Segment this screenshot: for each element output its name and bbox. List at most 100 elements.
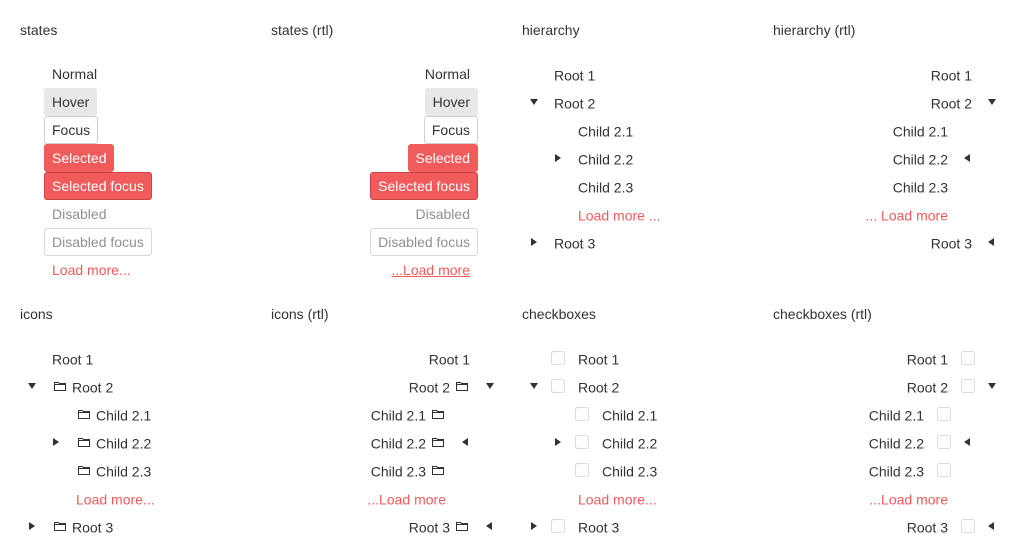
tree-item-focus[interactable]: Focus — [44, 116, 99, 144]
tree-item-root-2-rtl[interactable]: Root 2 — [907, 372, 948, 400]
triangle-right-icon[interactable] — [29, 522, 35, 530]
tree-item-root-1-rtl[interactable]: Root 1 — [907, 344, 948, 372]
tree-item-child-2-1-rtl[interactable]: Child 2.1 — [371, 400, 426, 428]
checkbox[interactable] — [937, 435, 951, 449]
triangle-right-icon[interactable] — [555, 154, 561, 162]
load-more-link-rtl[interactable]: ...Load more — [391, 262, 470, 278]
checkbox[interactable] — [575, 407, 589, 421]
folder-icon — [456, 382, 468, 391]
tree-item-label: Root 3 — [554, 235, 596, 252]
triangle-left-icon[interactable] — [988, 238, 994, 246]
load-more-link[interactable]: Load more ... — [578, 200, 661, 228]
load-more-label: Load more ... — [578, 207, 661, 224]
tree-item-label: Child 2.2 — [370, 435, 426, 452]
triangle-right-icon[interactable] — [531, 238, 537, 246]
section-title-icons-rtl: icons (rtl) — [271, 306, 329, 322]
tree-item-child-2-2-rtl[interactable]: Child 2.2 — [371, 428, 426, 456]
tree-item-label: Root 3 — [578, 519, 620, 536]
checkbox[interactable] — [575, 463, 589, 477]
tree-item-child-2-3[interactable]: Child 2.3 — [96, 456, 151, 484]
checkbox[interactable] — [551, 351, 565, 365]
tree-item-label: Child 2.2 — [602, 435, 658, 452]
tree-item-child-2-2[interactable]: Child 2.2 — [96, 428, 151, 456]
tree-item-root-3-rtl[interactable]: Root 3 — [409, 512, 450, 540]
tree-item-root-2-rtl[interactable]: Root 2 — [931, 88, 972, 116]
checkbox[interactable] — [575, 435, 589, 449]
tree-item-root-1-rtl[interactable]: Root 1 — [429, 344, 470, 372]
triangle-left-icon[interactable] — [462, 438, 468, 446]
tree-item-child-2-1-rtl[interactable]: Child 2.1 — [893, 116, 948, 144]
tree-item-hover[interactable]: Hover — [44, 88, 98, 116]
tree-item-label: Root 2 — [906, 379, 948, 396]
tree-item-focus-rtl[interactable]: Focus — [423, 116, 478, 144]
tree-item-root-3-rtl[interactable]: Root 3 — [907, 512, 948, 540]
folder-icon — [78, 438, 90, 447]
tree-item-root-2[interactable]: Root 2 — [72, 372, 113, 400]
tree-item-child-2-2[interactable]: Child 2.2 — [578, 144, 633, 172]
triangle-right-icon[interactable] — [555, 438, 561, 446]
triangle-left-icon[interactable] — [964, 154, 970, 162]
triangle-left-icon[interactable] — [964, 438, 970, 446]
tree-item-selected-focus[interactable]: Selected focus — [44, 172, 152, 200]
tree-item-root-3-rtl[interactable]: Root 3 — [931, 228, 972, 256]
tree-item-child-2-2-rtl[interactable]: Child 2.2 — [893, 144, 948, 172]
tree-item-child-2-1[interactable]: Child 2.1 — [578, 116, 633, 144]
tree-item-root-3[interactable]: Root 3 — [578, 512, 619, 540]
tree-item-root-3[interactable]: Root 3 — [72, 512, 113, 540]
tree-item-child-2-1-rtl[interactable]: Child 2.1 — [869, 400, 924, 428]
load-more-link[interactable]: Load more... — [76, 484, 155, 512]
load-more-link-rtl[interactable]: ... Load more — [866, 200, 949, 228]
tree-item-root-2-rtl[interactable]: Root 2 — [409, 372, 450, 400]
checkbox[interactable] — [961, 351, 975, 365]
tree-item-root-3[interactable]: Root 3 — [554, 228, 595, 256]
tree-item-selected-focus-rtl[interactable]: Selected focus — [370, 172, 478, 200]
checkbox[interactable] — [551, 379, 565, 393]
triangle-down-icon[interactable] — [486, 383, 494, 389]
folder-icon — [54, 522, 66, 531]
triangle-down-icon[interactable] — [28, 383, 36, 389]
tree-item-normal-rtl[interactable]: Normal — [424, 66, 470, 82]
tree-item-root-1-rtl[interactable]: Root 1 — [931, 60, 972, 88]
folder-icon — [432, 438, 444, 447]
tree-item-child-2-3-rtl[interactable]: Child 2.3 — [371, 456, 426, 484]
tree-item-root-2[interactable]: Root 2 — [578, 372, 619, 400]
triangle-right-icon[interactable] — [53, 438, 59, 446]
checkbox[interactable] — [937, 407, 951, 421]
triangle-left-icon[interactable] — [988, 522, 994, 530]
section-title-hierarchy-rtl: hierarchy (rtl) — [773, 22, 856, 38]
triangle-left-icon[interactable] — [486, 522, 492, 530]
tree-item-root-1[interactable]: Root 1 — [578, 344, 619, 372]
load-more-link-rtl[interactable]: ...Load more — [367, 484, 446, 512]
tree-item-root-1[interactable]: Root 1 — [52, 344, 93, 372]
tree-item-child-2-3[interactable]: Child 2.3 — [578, 172, 633, 200]
section-title-states: states — [20, 22, 58, 38]
triangle-down-icon[interactable] — [988, 383, 996, 389]
tree-item-child-2-3-rtl[interactable]: Child 2.3 — [869, 456, 924, 484]
triangle-down-icon[interactable] — [988, 99, 996, 105]
tree-item-root-2[interactable]: Root 2 — [554, 88, 595, 116]
tree-item-child-2-1[interactable]: Child 2.1 — [602, 400, 657, 428]
load-more-link-rtl[interactable]: ...Load more — [869, 484, 948, 512]
tree-item-child-2-3[interactable]: Child 2.3 — [602, 456, 657, 484]
checkbox[interactable] — [961, 519, 975, 533]
tree-item-label: Root 3 — [72, 519, 114, 536]
tree-item-selected[interactable]: Selected — [44, 144, 115, 172]
tree-item-child-2-2[interactable]: Child 2.2 — [602, 428, 657, 456]
tree-item-child-2-3-rtl[interactable]: Child 2.3 — [893, 172, 948, 200]
checkbox[interactable] — [551, 519, 565, 533]
tree-item-normal[interactable]: Normal — [52, 66, 98, 82]
triangle-down-icon[interactable] — [530, 383, 538, 389]
load-more-link[interactable]: Load more... — [578, 484, 657, 512]
tree-item-selected-rtl[interactable]: Selected — [407, 144, 478, 172]
checkbox[interactable] — [961, 379, 975, 393]
tree-item-child-2-1[interactable]: Child 2.1 — [96, 400, 151, 428]
triangle-right-icon[interactable] — [531, 522, 537, 530]
tree-item-root-1[interactable]: Root 1 — [554, 60, 595, 88]
triangle-down-icon[interactable] — [530, 99, 538, 105]
tree-item-label: Child 2.1 — [868, 407, 924, 424]
checkbox[interactable] — [937, 463, 951, 477]
folder-icon — [432, 410, 444, 419]
tree-item-hover-rtl[interactable]: Hover — [424, 88, 478, 116]
tree-item-child-2-2-rtl[interactable]: Child 2.2 — [869, 428, 924, 456]
load-more-link[interactable]: Load more... — [52, 262, 131, 278]
